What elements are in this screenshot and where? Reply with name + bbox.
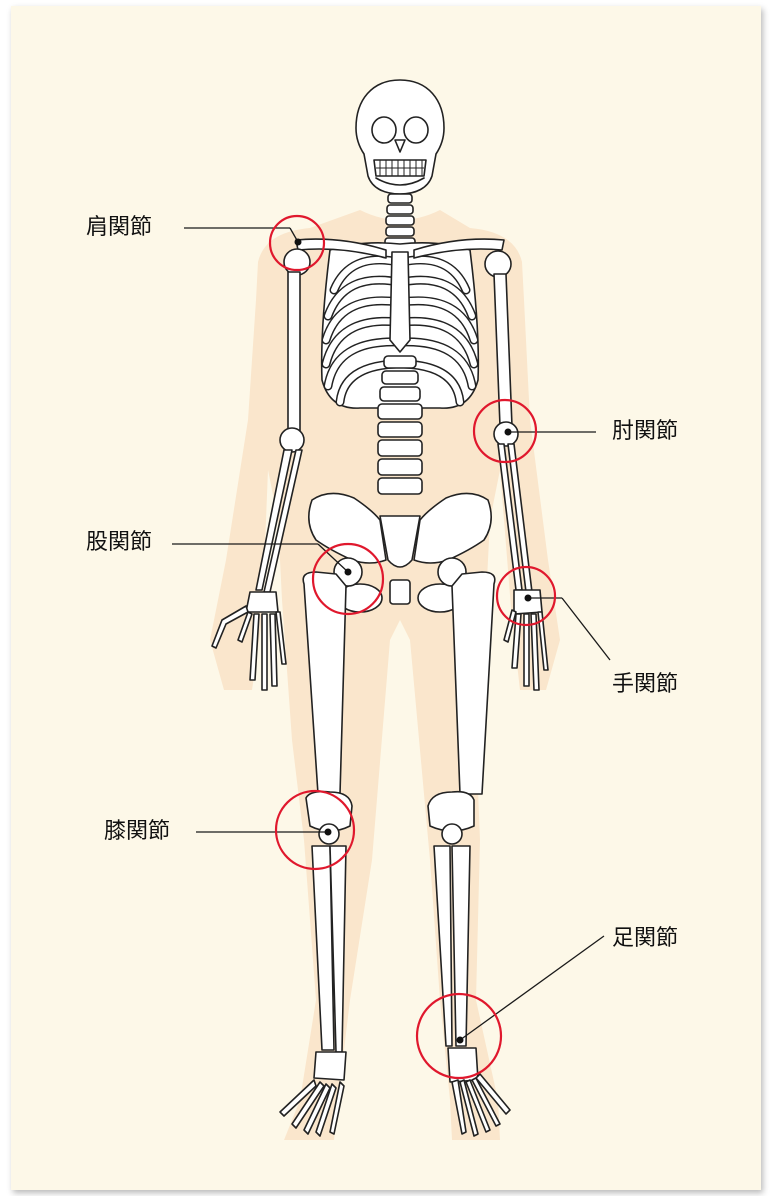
- label-wrist-joint: 手関節: [612, 674, 678, 696]
- label-ankle-joint: 足関節: [612, 928, 678, 950]
- label-knee-joint: 膝関節: [104, 821, 170, 843]
- label-elbow-joint: 肘関節: [612, 421, 678, 443]
- lumbar-spine: [378, 356, 422, 494]
- skull: [356, 80, 444, 194]
- label-hip-joint: 股関節: [86, 532, 152, 554]
- label-shoulder-joint: 肩関節: [86, 217, 152, 239]
- cervical-spine: [385, 194, 415, 247]
